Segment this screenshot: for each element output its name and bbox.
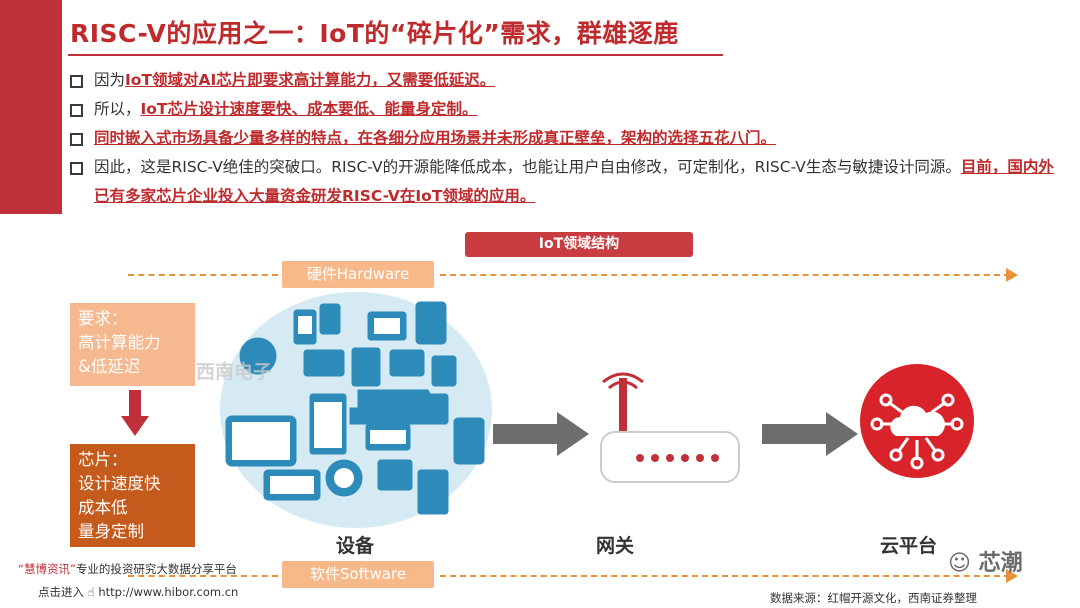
bullet-3: 同时嵌入式市场具备少量多样的特点，在各细分应用场景并未形成真正壁垒，架构的选择五… (70, 124, 1060, 153)
bullet-list: 因为IoT领域对AI芯片即要求高计算能力，又需要低延迟。 所以，IoT芯片设计速… (70, 66, 1060, 211)
checkbox-square-icon (70, 133, 83, 146)
iot-devices-cluster-icon (220, 292, 492, 528)
down-arrow-icon (121, 390, 149, 436)
requirement-line: 要求： (78, 309, 128, 328)
chip-line: 量身定制 (78, 522, 144, 541)
promo-link-prefix: 点击进入 (38, 585, 84, 599)
bullet-text: 因此，这是RISC-V绝佳的突破口。RISC-V的开源能降低成本，也能让用户自由… (94, 158, 961, 176)
right-arrow-icon-2 (762, 412, 858, 456)
wechat-name: 芯潮 (978, 551, 1023, 576)
hand-pointer-icon: ☝ (87, 585, 95, 599)
title-underline (68, 54, 723, 56)
router-icon (600, 372, 740, 483)
promo-desc: 专业的投资研究大数据分享平台 (75, 562, 237, 576)
hardware-dash-right (440, 274, 1010, 276)
bullet-highlight: IoT芯片设计速度要快、成本要低、能量身定制。 (140, 100, 478, 118)
wechat-icon: ☺ (948, 551, 971, 576)
data-source: 数据来源：红帽开源文化，西南证券整理 (770, 591, 977, 605)
promo-url[interactable]: http://www.hibor.com.cn (98, 585, 239, 599)
promo-link[interactable]: 点击进入 ☝ http://www.hibor.com.cn (38, 584, 238, 600)
checkbox-square-icon (70, 104, 83, 117)
checkbox-square-icon (70, 75, 83, 88)
wechat-account: ☺ 芯潮 (948, 545, 1023, 577)
chip-line: 成本低 (78, 498, 128, 517)
iot-structure-header: IoT领域结构 (465, 232, 693, 257)
requirement-box: 要求： 高计算能力 &低延迟 (70, 303, 195, 386)
software-arrowhead-icon (1006, 569, 1018, 583)
bullet-highlight: IoT领域对AI芯片即要求高计算能力，又需要低延迟。 (125, 71, 496, 89)
hardware-dash-left (128, 274, 278, 276)
checkbox-square-icon (70, 162, 83, 175)
promo-brand: 慧博资讯 (23, 562, 70, 576)
promo-text: “慧博资讯”专业的投资研究大数据分享平台 (18, 562, 237, 576)
left-accent-bar (0, 0, 62, 214)
bullet-highlight: 目前，国内外已有多家芯片企业投入大量资金研发RISC-V在IoT领域的应用。 (94, 158, 1054, 205)
requirement-line: 高计算能力 (78, 333, 161, 352)
software-dash-left (128, 575, 278, 577)
stage-label-cloud: 云平台 (880, 535, 938, 557)
chip-box: 芯片： 设计速度快 成本低 量身定制 (70, 444, 195, 547)
stage-label-gateway: 网关 (596, 535, 635, 557)
bullet-4: 因此，这是RISC-V绝佳的突破口。RISC-V的开源能降低成本，也能让用户自由… (70, 153, 1060, 211)
software-dash-right (440, 575, 1010, 577)
hardware-arrowhead-icon (1006, 268, 1018, 282)
software-label: 软件Software (282, 561, 434, 588)
bullet-2: 所以，IoT芯片设计速度要快、成本要低、能量身定制。 (70, 95, 1060, 124)
watermark-text: 西南电子 (196, 361, 273, 383)
requirement-line: &低延迟 (78, 357, 141, 376)
stage-label-devices: 设备 (336, 535, 375, 557)
chip-line: 芯片： (78, 450, 128, 469)
bullet-highlight: 同时嵌入式市场具备少量多样的特点，在各细分应用场景并未形成真正壁垒，架构的选择五… (94, 129, 777, 147)
cloud-platform-icon (860, 364, 974, 478)
chip-line: 设计速度快 (78, 474, 161, 493)
hardware-label: 硬件Hardware (282, 261, 434, 288)
bullet-1: 因为IoT领域对AI芯片即要求高计算能力，又需要低延迟。 (70, 66, 1060, 95)
bullet-text: 所以， (94, 100, 141, 118)
right-arrow-icon (493, 412, 589, 456)
slide-title: RISC-V的应用之一：IoT的“碎片化”需求，群雄逐鹿 (70, 19, 679, 48)
bullet-text: 因为 (94, 71, 126, 89)
